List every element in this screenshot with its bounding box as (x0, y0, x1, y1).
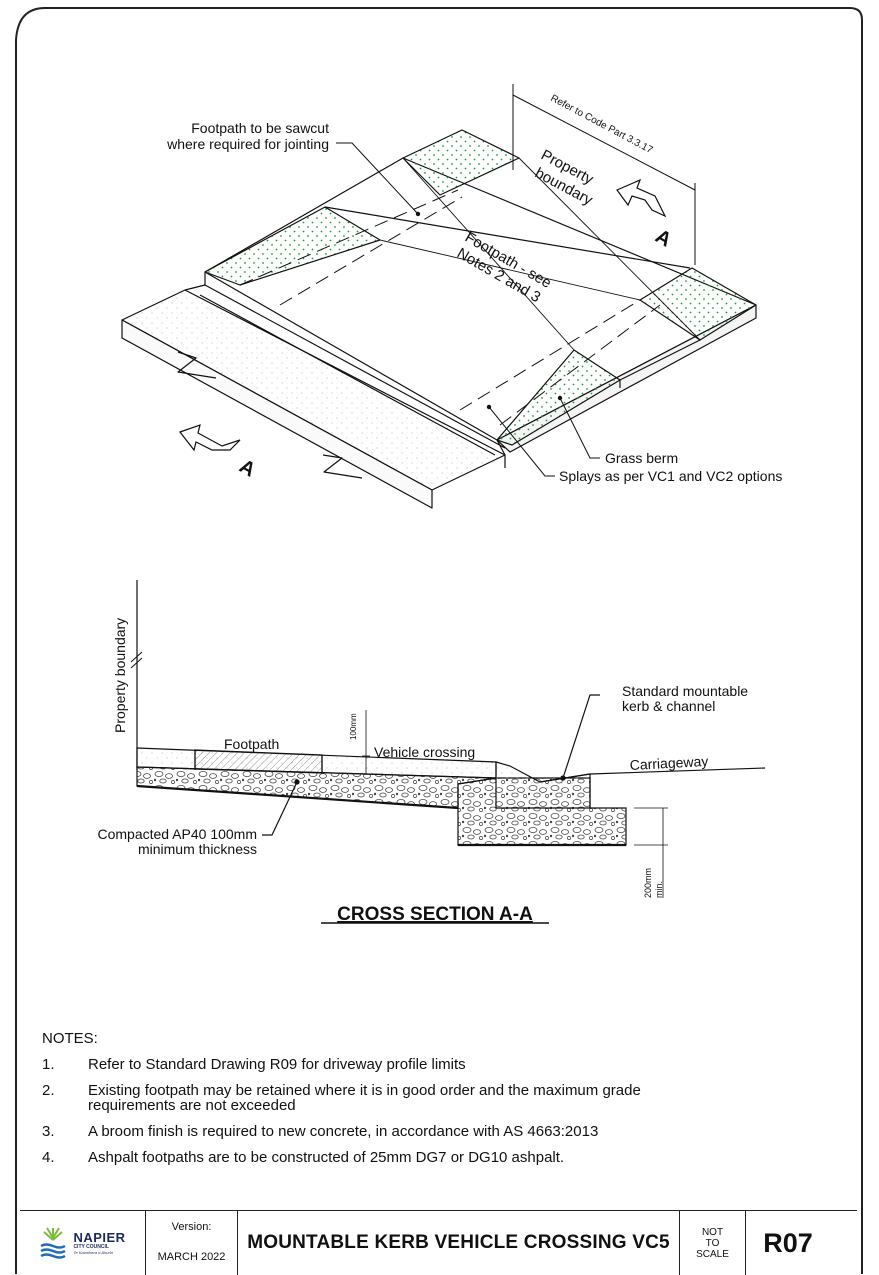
crossing-line-4 (518, 157, 701, 341)
label-compacted-2: minimum thickness (138, 841, 257, 857)
title-block: NAPIER CITY COUNCIL Te Kaunihera o Ahuri… (20, 1210, 857, 1275)
grass-patch-front-right (639, 267, 757, 341)
label-dim-200-1: 200mm (643, 868, 653, 898)
section-carriageway-line (539, 767, 766, 783)
section-arrow-a-top (616, 178, 667, 218)
label-footpath: Footpath (224, 736, 279, 752)
cross-section (130, 580, 766, 898)
note-text: A broom finish is required to new concre… (88, 1123, 599, 1140)
scale-line-1: NOT (701, 1226, 724, 1238)
kerb-line-4 (496, 439, 506, 468)
note-item: 3. A broom finish is required to new con… (42, 1124, 822, 1139)
crossing-line-3 (402, 157, 575, 351)
splay-dash-1 (239, 189, 459, 286)
label-splays: Splays as per VC1 and VC2 options (559, 468, 782, 484)
splay-dash-2 (279, 196, 463, 306)
crossing-line-1 (324, 206, 691, 269)
label-section-a-bottom: A (236, 455, 260, 481)
break-line-2 (322, 454, 363, 479)
note-text: Existing footpath may be retained where … (88, 1082, 641, 1114)
version-label: Version: (171, 1221, 212, 1233)
label-code-ref: Refer to Code Part 3.3.17 (549, 93, 655, 156)
drawing-number: R07 (763, 1227, 813, 1258)
crossing-line-2 (379, 239, 641, 301)
label-vehicle-crossing: Vehicle crossing (374, 744, 475, 760)
note-number: 3. (42, 1123, 55, 1140)
label-kerb-1: Standard mountable (622, 683, 748, 699)
drawing-title: MOUNTABLE KERB VEHICLE CROSSING VC5 (238, 1211, 680, 1275)
note-text: Ashpalt footpaths are to be constructed … (88, 1149, 565, 1166)
carriageway-side (121, 319, 433, 509)
label-dim-100: 100mm (349, 713, 358, 740)
label-compacted-1: Compacted AP40 100mm (97, 826, 257, 842)
berm-edge (619, 339, 701, 381)
label-section-a-top: A (652, 225, 676, 251)
section-kerb-concrete (495, 761, 591, 809)
label-property-boundary: Property boundary (112, 618, 128, 733)
logo-sub: CITY COUNCIL (73, 1244, 109, 1250)
label-sawcut-2: where required for jointing (166, 136, 329, 152)
note-item: 1. Refer to Standard Drawing R09 for dri… (42, 1057, 822, 1072)
version-cell: Version: MARCH 2022 (146, 1211, 238, 1275)
note-number: 1. (42, 1056, 55, 1073)
note-number: 4. (42, 1149, 55, 1166)
logo-tagline: Te Kaunihera o Ahuriri (73, 1250, 113, 1255)
iso-leaders (336, 84, 696, 477)
scale-cell: NOT TO SCALE (680, 1211, 746, 1275)
label-dim-200-2: min. (654, 881, 664, 898)
council-logo: NAPIER CITY COUNCIL Te Kaunihera o Ahuri… (20, 1211, 146, 1275)
version-value: MARCH 2022 (157, 1251, 226, 1263)
note-item: 2. Existing footpath may be retained whe… (42, 1083, 688, 1113)
napier-logo-icon (40, 1227, 67, 1259)
label-sawcut-1: Footpath to be sawcut (191, 120, 329, 136)
sheet-border (15, 7, 863, 1274)
label-kerb-2: kerb & channel (622, 698, 715, 714)
note-item: 4. Ashpalt footpaths are to be construct… (42, 1150, 822, 1165)
notes-heading: NOTES: (42, 1030, 98, 1047)
notes-block: NOTES: 1. Refer to Standard Drawing R09 … (42, 1030, 822, 1176)
splay-dash-3 (459, 299, 641, 411)
note-text: Refer to Standard Drawing R09 for drivew… (88, 1056, 466, 1073)
label-carriageway: Carriageway (629, 753, 708, 773)
label-grass-berm: Grass berm (605, 450, 678, 466)
splay-dash-4 (499, 304, 661, 426)
section-title: CROSS SECTION A-A (337, 904, 533, 925)
note-number: 2. (42, 1082, 55, 1099)
break-line-1 (177, 351, 217, 379)
kerb-line-2 (199, 294, 496, 456)
logo-name: NAPIER (73, 1230, 126, 1245)
section-arrow-a-bottom (179, 424, 241, 452)
scale-line-2: TO (705, 1237, 720, 1249)
scale-line-3: SCALE (696, 1248, 729, 1260)
